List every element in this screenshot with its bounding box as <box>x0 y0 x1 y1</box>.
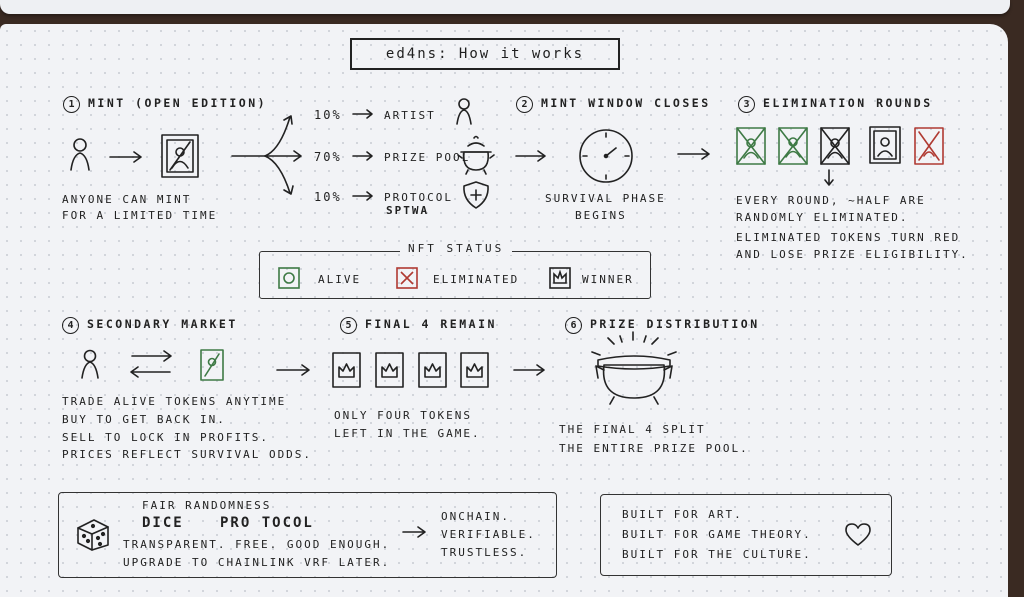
secondary-line: Buy to get back in. <box>62 413 226 426</box>
arrow-icon <box>402 526 426 538</box>
randomness-title: Fair Randomness <box>142 499 272 512</box>
arrow-icon <box>677 148 710 160</box>
elimination-line: Every round, ~half are <box>736 194 926 207</box>
arrow-icon <box>109 151 142 163</box>
step-title: Mint window closes <box>541 96 711 110</box>
randomness-line: Transparent. Free. Good enough. <box>123 538 391 551</box>
step-number: 4 <box>62 317 79 334</box>
person-icon <box>70 138 90 171</box>
heart-icon <box>845 523 871 546</box>
step-number: 5 <box>340 317 357 334</box>
step-number: 6 <box>565 317 582 334</box>
prize-pot-big-icon <box>591 331 677 405</box>
arrow-icon <box>515 150 546 162</box>
swap-arrows-icon <box>130 350 172 378</box>
arrow-icon <box>513 364 545 376</box>
shield-icon <box>463 181 489 209</box>
step-title: Final 4 remain <box>365 317 497 331</box>
prize-pot-icon <box>457 135 495 175</box>
window-caption: begins <box>575 209 627 222</box>
dice-icon <box>77 519 109 551</box>
title-text: ed4ns: How it works <box>385 46 585 62</box>
split-label-protocol: Protocol <box>384 191 453 204</box>
step-window-heading: 2 Mint window closes <box>516 96 711 113</box>
step-title: Elimination rounds <box>763 96 933 110</box>
prize-line: The final 4 split <box>559 423 706 436</box>
built-for-box <box>600 494 892 576</box>
built-for-line: Built for art. <box>622 508 743 521</box>
token-card-icon <box>200 349 224 381</box>
prize-line: the entire prize pool. <box>559 442 749 455</box>
secondary-line: Trade alive tokens anytime <box>62 395 287 408</box>
elimination-cards <box>736 126 944 186</box>
secondary-line: Sell to lock in profits. <box>62 431 269 444</box>
split-label-pool: Prize pool <box>384 151 471 164</box>
winner-icon <box>549 267 571 289</box>
mint-caption: Anyone can mint <box>62 193 192 206</box>
trait-trustless: Trustless. <box>441 546 528 559</box>
eliminated-icon <box>396 267 418 289</box>
built-for-line: Built for game theory. <box>622 528 812 541</box>
step-number: 1 <box>63 96 80 113</box>
step-prize-heading: 6 Prize distribution <box>565 317 760 334</box>
notebook-page-edge <box>0 0 1010 14</box>
clock-icon <box>579 129 633 183</box>
nft-frame-icon <box>161 134 199 178</box>
elimination-line: Eliminated tokens turn red <box>736 231 961 244</box>
step-title: Mint (Open Edition) <box>88 96 268 110</box>
step-number: 3 <box>738 96 755 113</box>
step-elimination-heading: 3 Elimination rounds <box>738 96 933 113</box>
split-percent-protocol: 10% <box>314 190 342 204</box>
notebook-sheet <box>0 24 1008 597</box>
scribble-text: SPTWA <box>386 204 430 217</box>
step-final4-heading: 5 Final 4 remain <box>340 317 497 334</box>
alive-icon <box>278 267 300 289</box>
split-percent-artist: 10% <box>314 108 342 122</box>
artist-icon <box>456 98 472 125</box>
final4-line: left in the game. <box>334 427 481 440</box>
randomness-box <box>58 492 557 578</box>
final-four-cards <box>332 352 489 388</box>
trait-verifiable: Verifiable. <box>441 528 536 541</box>
step-title: Secondary market <box>87 317 238 331</box>
split-label-artist: Artist <box>384 109 436 122</box>
split-percent-pool: 70% <box>314 150 342 164</box>
mint-caption: for a limited time <box>62 209 218 222</box>
elimination-line: randomly eliminated. <box>736 211 909 224</box>
randomness-line: Upgrade to Chainlink VRF later. <box>123 556 391 569</box>
arrow-icon <box>276 364 310 376</box>
protocol-word: PRO TOCOL <box>220 515 314 531</box>
window-caption: Survival phase <box>545 192 666 205</box>
page-title: ed4ns: How it works <box>350 38 620 70</box>
trader-icon <box>81 349 99 379</box>
step-title: Prize distribution <box>590 317 760 331</box>
legend-eliminated-label: Eliminated <box>433 273 520 286</box>
secondary-line: Prices reflect survival odds. <box>62 448 313 461</box>
step-number: 2 <box>516 96 533 113</box>
final4-line: Only four tokens <box>334 409 472 422</box>
built-for-line: Built for the culture. <box>622 548 812 561</box>
nft-status-title: NFT Status <box>400 242 513 255</box>
dice-word: DICE <box>142 515 184 531</box>
legend-alive-label: Alive <box>318 273 362 286</box>
split-arrows-icon <box>231 115 302 195</box>
step-mint-heading: 1 Mint (Open Edition) <box>63 96 267 113</box>
trait-onchain: Onchain. <box>441 510 510 523</box>
step-secondary-heading: 4 Secondary market <box>62 317 238 334</box>
elimination-line: and lose prize eligibility. <box>736 248 969 261</box>
legend-winner-label: Winner <box>582 273 634 286</box>
